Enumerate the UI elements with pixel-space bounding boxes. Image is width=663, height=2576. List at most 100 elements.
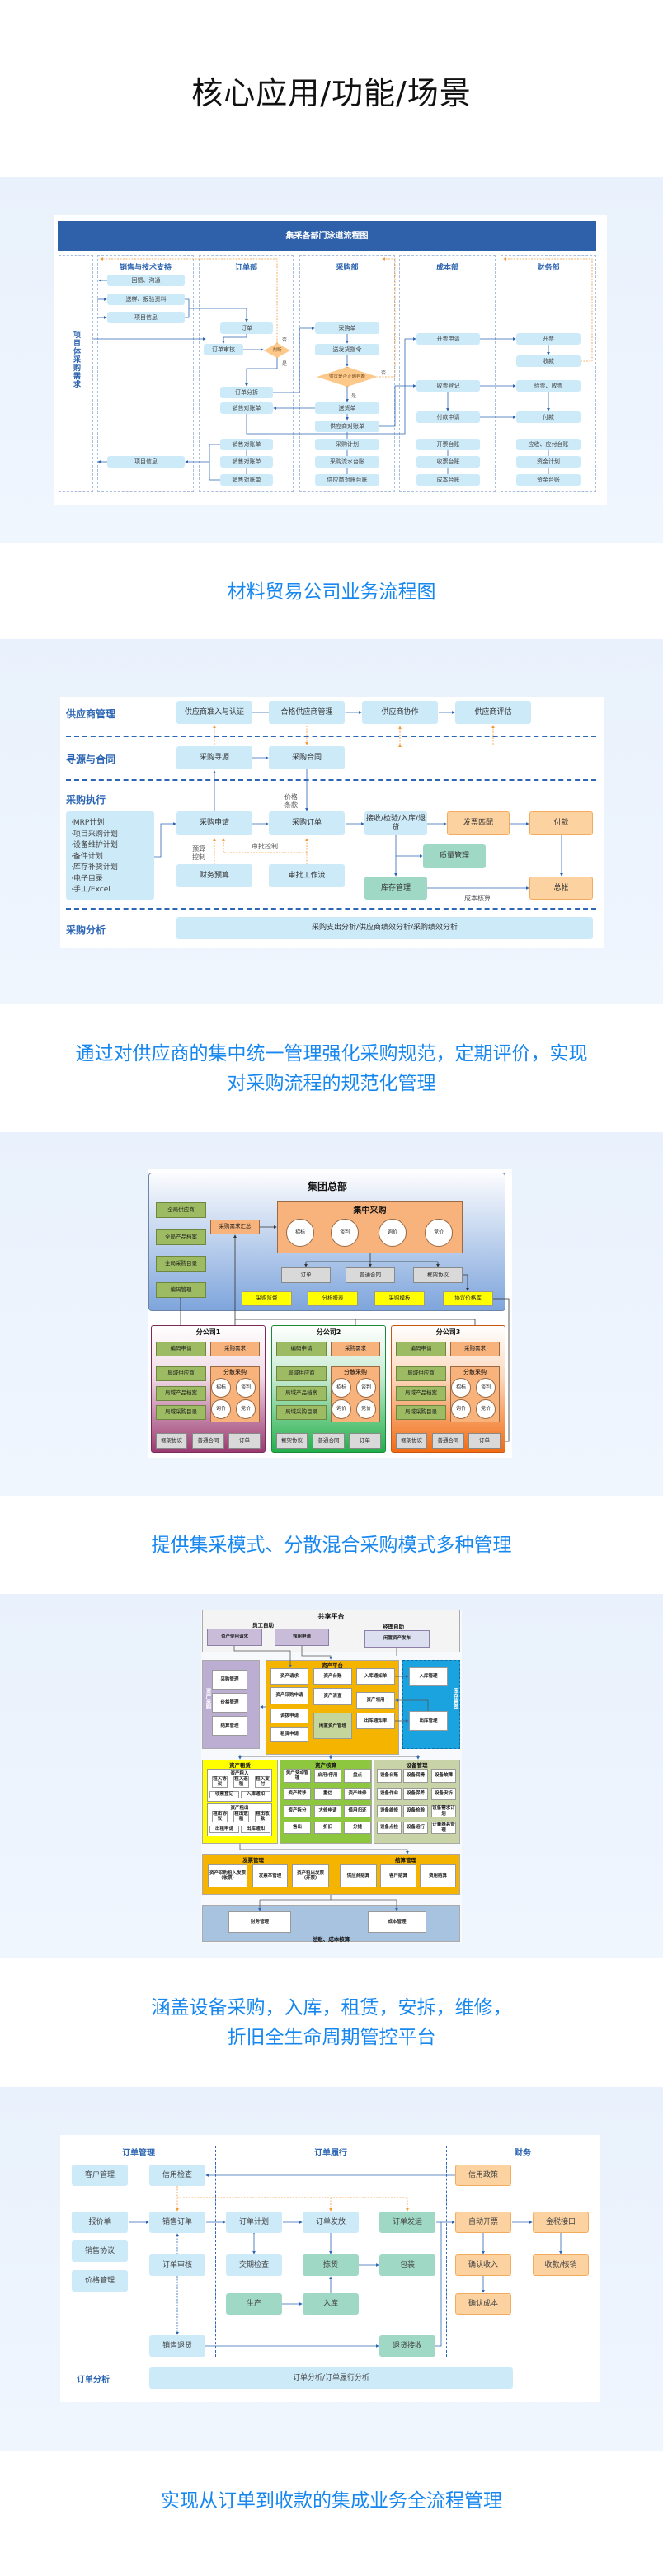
lane-header: 成本部 [435,264,458,272]
sales-step-label: 回馈、沟通 [131,276,161,284]
asset-platform-item-label: 调拨申请 [280,1713,299,1718]
hq-tool-label: 采购监督 [256,1295,278,1302]
procurement-method-label: 询价 [336,1405,346,1412]
credit-check: 信用检查 [149,2165,205,2186]
local-master-data: 局域供应商 [276,1366,327,1381]
accounting-item-label: 资产转移 [288,1791,307,1797]
branch-output: 普通合同 [432,1433,464,1449]
lease-item: 租入退租 [233,1776,249,1788]
asset-platform-item: 资产台账 [313,1668,352,1685]
platform-item-label: 领用申请 [292,1634,311,1640]
sourcing-step: 采购寻源 [176,746,252,769]
lease-subtitle: 资产租出 [230,1806,249,1811]
procurement-method: 谈判 [476,1378,496,1398]
equipment-item: 设备作业 [377,1788,402,1800]
cost-step-label: 开票申请 [436,335,460,342]
hq-tool-label: 分析报表 [322,1295,344,1302]
sales-agreement: 销售协议 [72,2240,128,2262]
procurement-item-label: 价格管理 [220,1699,239,1705]
hq-title: 集团总部 [307,1181,347,1192]
idle-asset-management-label: 闲置资产管理 [318,1723,346,1728]
credit-check-label: 信用检查 [162,2170,192,2179]
production-label: 生产 [246,2299,261,2308]
finance-step: 收款 [516,355,581,367]
equipment-item: 设备润滑 [403,1769,428,1783]
procurement-item: 价格管理 [212,1693,247,1713]
order-review: 订单审核 [149,2254,205,2276]
sales-step: 项目信息 [107,312,185,323]
procurement-method: 询价 [332,1399,351,1419]
sourcing-step-label: 采购寻源 [199,753,229,762]
ledger-item-label: 财务管理 [250,1919,269,1925]
procurement-method: 招标 [451,1378,471,1398]
connector-line [463,1274,469,1291]
stock-item: 出库管理 [409,1711,448,1731]
collection-writeoff-label: 收款/核销 [544,2260,577,2269]
local-master-data: 局域产品档案 [156,1386,206,1401]
purchase-step-label: 供应商对账单 [330,422,364,430]
supplier-step: 合格供应商管理 [269,701,345,724]
local-master-data-label: 局域供应商 [407,1370,435,1377]
decision-diamond: 判断 [264,343,290,358]
dispersed-title: 分散采购 [344,1369,367,1375]
asset-platform-item: 入库通知单 [356,1668,395,1685]
invoice-item-label: 资产采购租入发票（收票） [209,1870,246,1881]
settlement-title: 结算管理 [395,1857,416,1864]
equipment-item: 设备需求计划 [431,1805,456,1817]
dispersed-title: 分散采购 [223,1369,247,1375]
ledger-item-label: 成本管理 [388,1919,407,1925]
stock-management-label: 库存管理 [452,1688,458,1709]
procurement-method-label: 招标 [336,1384,346,1390]
inventory-management-label: 库存管理 [380,883,411,892]
stock-item-label: 入库管理 [419,1674,438,1680]
asset-platform-item: 租赁申请 [270,1727,308,1742]
accounting-item-label: 借用归还 [348,1808,367,1814]
accounting-item-label: 售出 [292,1825,302,1831]
equipment-item-label: 设备作业 [379,1791,398,1797]
local-master-data: 局域采购目录 [276,1405,327,1420]
global-master-data: 编码管理 [156,1282,206,1298]
local-master-data: 局域采购目录 [396,1405,446,1420]
order-step: 销售对账单 [220,439,273,450]
global-master-data-label: 全局产品档案 [165,1233,197,1240]
column-divider [446,2146,447,2357]
equipment-item: 设备维修 [377,1805,402,1817]
local-master-data-label: 局域产品档案 [405,1389,437,1397]
branch-output-label: 订单 [360,1436,370,1444]
code-request: 编码申请 [276,1342,327,1356]
accounting-item: 售出 [284,1822,311,1834]
auto-invoicing: 自动开票 [455,2212,511,2233]
connector-line [379,384,416,427]
lease-item: 租入支付 [255,1776,270,1788]
purchase-step: 送发货指令 [315,344,379,355]
stock-in-label: 入库 [322,2299,338,2308]
code-request: 编码申请 [396,1342,446,1356]
asset-lifecycle-diagram: 共享平台员工自助经理自助资产使用请求领用申请闲置资产发布资产采购采购管理价格管理… [201,1610,462,1943]
equipment-item-label: 设备安拆 [434,1791,453,1797]
branch-output: 框架协议 [276,1433,308,1449]
purchase-step-label: 送货单 [338,404,356,411]
code-request: 编码申请 [156,1342,206,1356]
hq-tool: 采购监督 [242,1291,292,1306]
finance-step-label: 付款 [543,413,554,421]
purchase-request: 采购申请 [176,811,252,835]
connector-line [395,1699,429,1711]
plan-sources-list: MRP计划项目采购计划设备维护计划备件计划库存补货计划电子目录手工/Excel [66,811,154,900]
purchase-step: 采购计划 [315,439,379,450]
procurement-method-label: 谈判 [480,1384,491,1390]
equipment-item-label: 设备点检 [379,1825,398,1831]
stock-item-label: 出库管理 [419,1718,438,1723]
platform-item-label: 资产使用请求 [220,1634,248,1640]
equipment-item-label: 设备运行 [406,1825,425,1831]
invoice-item: 资产租出发票（开票） [292,1864,329,1887]
equipment-title: 设备管理 [406,1762,428,1769]
branch-output-label: 普通合同 [317,1436,340,1444]
connector-line [301,1646,332,1660]
settlement-item-label: 供应商结算 [346,1873,370,1878]
procurement-analysis-label: 采购支出分析/供应商绩效分析/采购绩效分析 [311,924,458,933]
settlement-item: 供应商结算 [340,1864,377,1887]
quotation: 报价单 [72,2212,128,2233]
equipment-item-label: 设备检验 [406,1808,425,1814]
collection-writeoff: 收款/核销 [533,2254,589,2276]
ledger-item: 财务管理 [228,1911,291,1933]
